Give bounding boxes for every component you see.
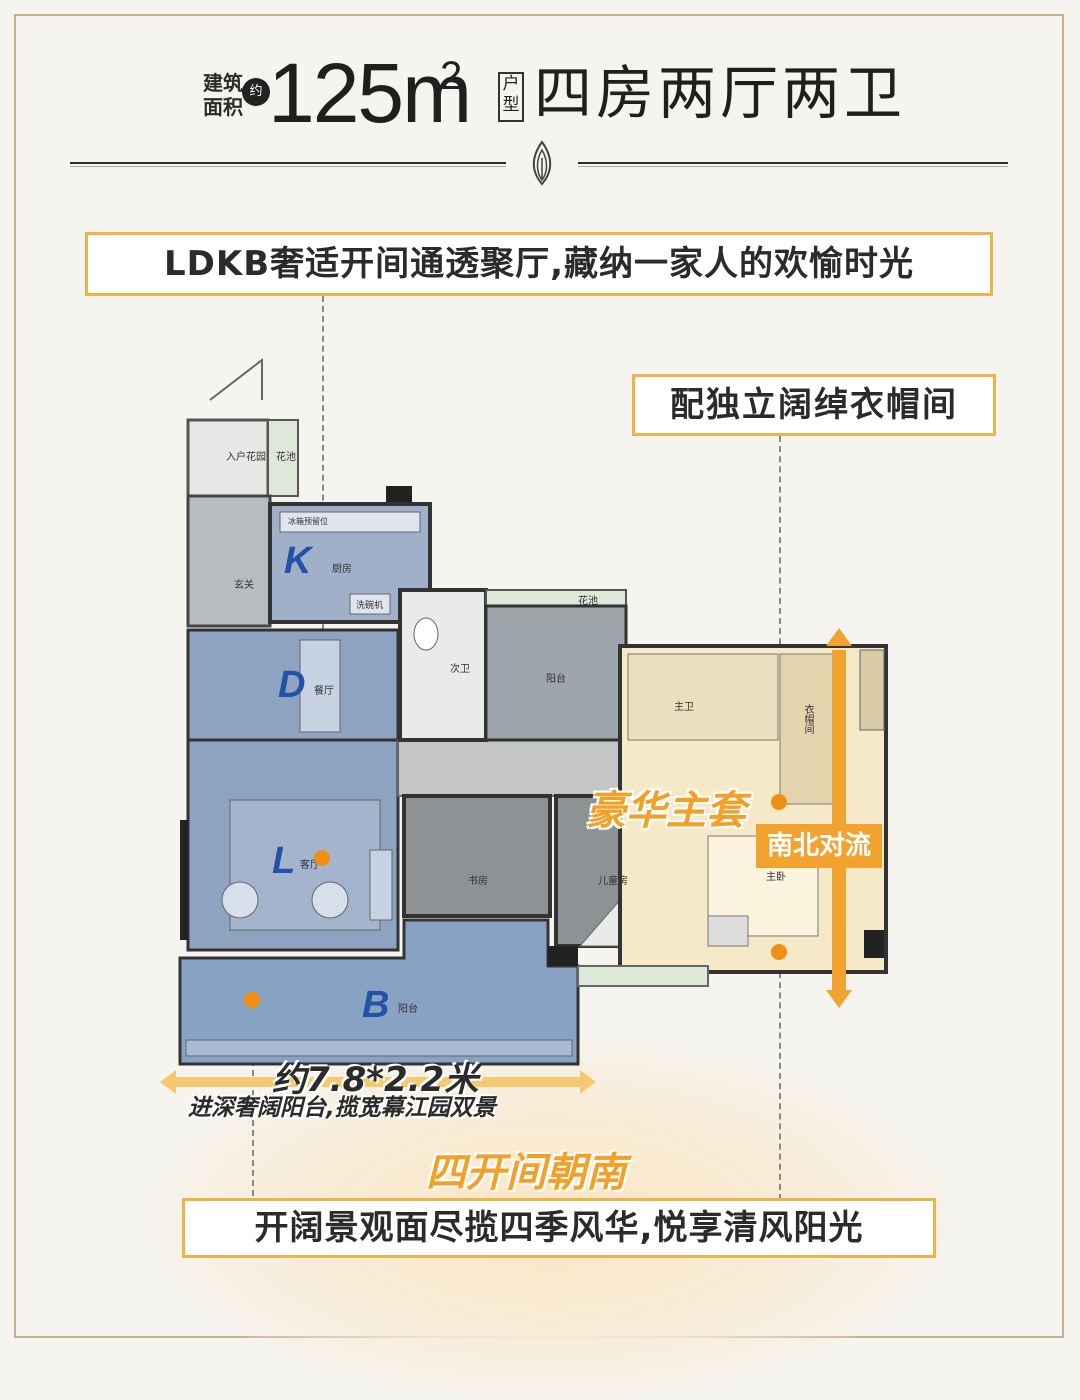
balcony-size: 约7.8*2.2米 [272, 1060, 479, 1100]
four-south-title: 四开间朝南 [426, 1150, 626, 1196]
view-callout: 开阔景观面尽揽四季风华,悦享清风阳光 [182, 1198, 936, 1258]
area-sup: 2 [440, 54, 463, 98]
label-kitchen: 厨房 [332, 564, 352, 575]
floor-plan [160, 357, 888, 1094]
planter-area-2 [485, 589, 627, 607]
label-jianzhu: 建筑 [203, 71, 243, 95]
study-area [402, 794, 552, 918]
huxing-2: 型 [502, 95, 520, 115]
leader-balcony [252, 1000, 254, 1216]
planter-area-1 [267, 419, 299, 497]
label-guest-bath: 次卫 [450, 664, 470, 675]
area-value: 125m [268, 46, 472, 140]
label-mianji: 面积 [203, 95, 243, 119]
huxing-label: 户 型 [498, 72, 524, 122]
layout-title: 四房两厅两卫 [534, 59, 907, 127]
label-kitchen-fridge: 冰箱预留位 [288, 517, 328, 526]
foyer-area [186, 494, 272, 628]
leader-master [779, 952, 781, 1200]
label-planter-1: 花池 [276, 452, 296, 463]
label-small-balcony: 阳台 [546, 674, 566, 685]
wardrobe-callout: 配独立阔绰衣帽间 [632, 374, 996, 436]
header-rule-right [578, 162, 1008, 164]
label-washer: 洗碗机 [356, 601, 384, 611]
header-rule-right-thin [578, 166, 1008, 167]
guest-bath-area [398, 588, 488, 742]
label-planter-2: 花池 [578, 596, 598, 607]
room-letter-k: K [284, 540, 312, 582]
leaf-emblem-icon [532, 140, 552, 186]
dot-master [771, 794, 787, 810]
master-bath-area [627, 653, 779, 741]
label-master-bed: 主卧 [766, 872, 786, 883]
label-master-bath: 主卫 [674, 702, 694, 713]
label-foyer: 玄关 [234, 580, 254, 591]
header-rule-left [70, 162, 506, 164]
entry-door-icon [209, 357, 263, 401]
header-rule-left-thin [70, 166, 506, 167]
luxury-suite-title: 豪华主套 [586, 788, 746, 834]
label-living: 客厅 [300, 860, 320, 871]
label-wardrobe: 衣帽间 [802, 704, 813, 734]
room-letter-b: B [362, 984, 390, 1026]
room-letter-l: L [272, 840, 296, 882]
small-balcony-area [484, 604, 628, 742]
leader-wardrobe [779, 436, 781, 796]
dining-area [186, 628, 400, 742]
label-big-balcony: 阳台 [398, 1004, 418, 1015]
label-study: 书房 [468, 876, 488, 887]
north-south-badge: 南北对流 [756, 824, 882, 868]
room-letter-d: D [278, 664, 306, 706]
corridor-area [397, 739, 625, 797]
header: 建筑 面积 约 125m 2 户 型 四房两厅两卫 [0, 48, 1080, 138]
label-entry-garden: 入户花园 [226, 452, 266, 463]
dot-living [314, 850, 330, 866]
badge-yue: 约 [242, 78, 270, 106]
ldkb-callout: LDKB奢适开间通透聚厅,藏纳一家人的欢愉时光 [85, 232, 993, 296]
label-dining: 餐厅 [314, 686, 334, 697]
dot-balcony [244, 992, 260, 1008]
balcony-desc: 进深奢阔阳台,揽宽幕江园双景 [188, 1095, 496, 1121]
huxing-1: 户 [502, 74, 520, 94]
dot-master-bottom [771, 944, 787, 960]
label-kids: 儿童房 [598, 876, 628, 887]
